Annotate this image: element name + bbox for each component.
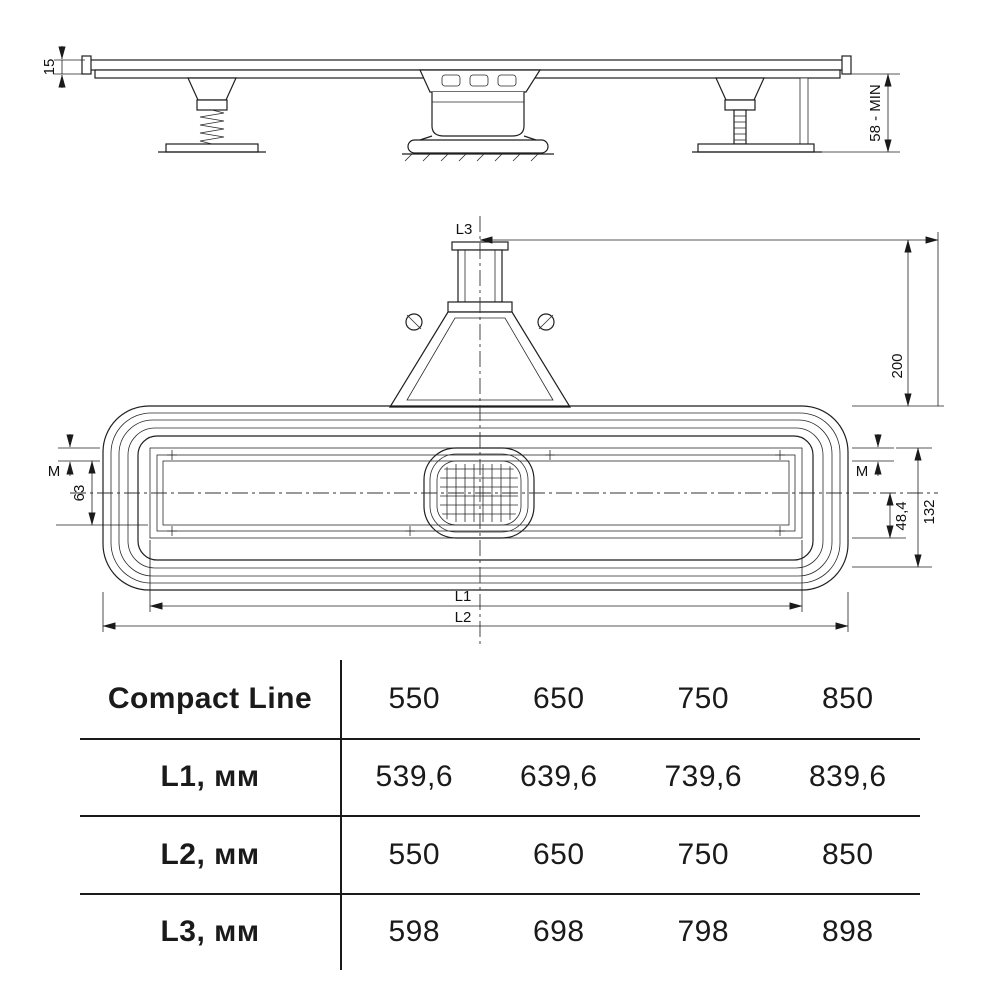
size-table: Compact Line 550 650 750 850 L1, мм 539,… <box>80 660 920 970</box>
dim-48-4: 48,4 <box>852 492 910 539</box>
dim-m-left: M <box>48 434 100 480</box>
dim-63: 63 <box>56 460 148 526</box>
dim-m-right: M <box>852 434 894 480</box>
table-row-label: L2, мм <box>80 815 342 893</box>
table-cell-value: 598 <box>342 892 487 971</box>
channel-body <box>102 405 849 591</box>
table-cell-value: 639,6 <box>486 737 631 816</box>
table-cell-value: 850 <box>775 815 920 893</box>
table-cell-value: 898 <box>775 892 920 971</box>
table-row-label: L3, мм <box>80 892 342 970</box>
reference-crosses <box>167 450 785 536</box>
dim-l3-label: L3 <box>456 221 473 238</box>
dim-63-label: 63 <box>71 485 88 502</box>
dim-l3: L3 <box>456 221 939 406</box>
dim-l1: L1 <box>149 540 803 612</box>
table-cell-value: 839,6 <box>775 737 920 816</box>
right-adjustable-foot <box>692 77 822 153</box>
dim-58-min: 58 - MIN <box>822 73 900 153</box>
dim-58-min-label: 58 - MIN <box>867 84 884 142</box>
table-header-label: Compact Line <box>80 660 342 738</box>
table-cell-value: 739,6 <box>631 737 776 816</box>
table-cell-value: 698 <box>486 892 631 971</box>
dim-132-label: 132 <box>921 499 938 524</box>
table-cell-value: 550 <box>342 815 487 893</box>
table-size-header: 550 <box>388 681 441 715</box>
dim-15-label: 15 <box>41 59 58 76</box>
dim-m-right-label: M <box>856 463 869 480</box>
dim-200: 200 <box>852 239 944 407</box>
table-size-header: 750 <box>677 681 730 715</box>
dim-l2-label: L2 <box>455 609 472 626</box>
dim-l2: L2 <box>102 592 849 632</box>
dim-200-label: 200 <box>889 353 906 378</box>
dim-48-4-label: 48,4 <box>893 501 910 530</box>
side-view: 15 58 - MIN <box>41 46 900 162</box>
table-cell-value: 750 <box>631 815 776 893</box>
plan-view: L3 200 M M <box>48 216 944 648</box>
technical-drawing: 15 58 - MIN <box>41 46 944 648</box>
centerlines <box>70 216 938 648</box>
table-size-header: 650 <box>532 681 585 715</box>
dim-l1-label: L1 <box>455 588 472 605</box>
left-adjustable-foot <box>158 77 266 153</box>
drain-trap <box>402 69 554 162</box>
table-cell-value: 539,6 <box>342 737 487 816</box>
table-cell-value: 650 <box>486 815 631 893</box>
table-size-header: 850 <box>821 681 874 715</box>
table-cell-value: 798 <box>631 892 776 971</box>
table-row-label: L1, мм <box>80 737 342 815</box>
dim-m-left-label: M <box>48 463 61 480</box>
dim-132: 132 <box>852 447 938 568</box>
dim-15: 15 <box>41 46 85 88</box>
